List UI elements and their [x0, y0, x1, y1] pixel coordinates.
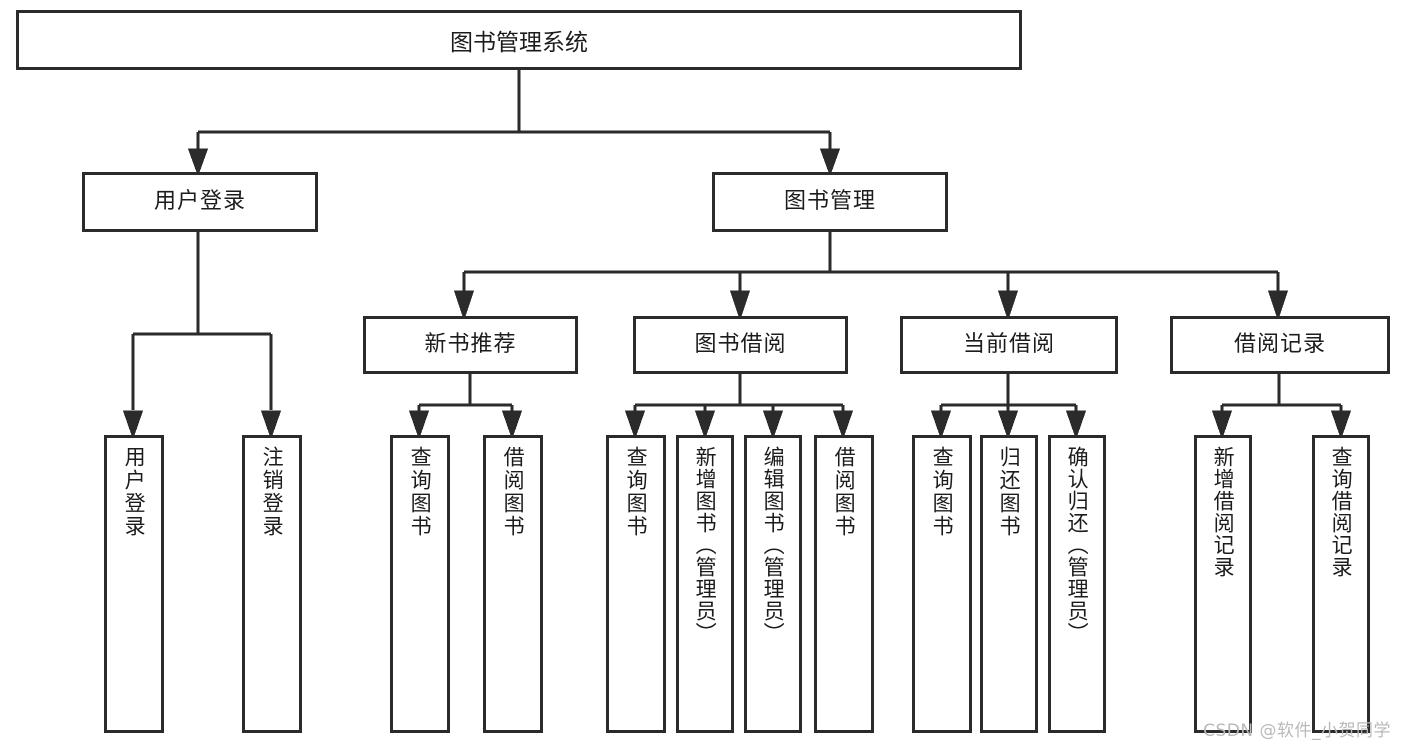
leaf-query-book-recommend[interactable]: 查询图书: [390, 435, 450, 733]
leaf-label: 新增图书（管理员）: [693, 446, 718, 644]
node-current-borrow[interactable]: 当前借阅: [900, 316, 1118, 374]
node-label: 新书推荐: [424, 331, 517, 357]
node-new-book-recommend[interactable]: 新书推荐: [363, 316, 578, 374]
leaf-confirm-return-admin[interactable]: 确认归还（管理员）: [1048, 435, 1106, 733]
leaf-edit-book-admin[interactable]: 编辑图书（管理员）: [744, 435, 802, 733]
csdn-watermark: CSDN @软件_小贺同学: [1203, 721, 1391, 741]
leaf-label: 确认归还（管理员）: [1065, 446, 1090, 644]
leaf-label: 注销登录: [260, 446, 285, 538]
node-root-system[interactable]: 图书管理系统: [16, 10, 1022, 70]
leaf-query-book-borrow[interactable]: 查询图书: [606, 435, 666, 733]
leaf-query-borrow-record[interactable]: 查询借阅记录: [1312, 435, 1370, 733]
node-label: 用户登录: [153, 188, 246, 214]
leaf-borrow-book-recommend[interactable]: 借阅图书: [483, 435, 543, 733]
node-label: 图书借阅: [694, 331, 787, 357]
leaf-label: 查询图书: [408, 446, 433, 538]
leaf-label: 编辑图书（管理员）: [761, 446, 786, 644]
node-label: 当前借阅: [962, 331, 1055, 357]
node-book-management[interactable]: 图书管理: [712, 172, 948, 232]
node-label: 借阅记录: [1233, 331, 1326, 357]
leaf-add-book-admin[interactable]: 新增图书（管理员）: [676, 435, 734, 733]
leaf-add-borrow-record[interactable]: 新增借阅记录: [1194, 435, 1252, 733]
leaf-label: 用户登录: [122, 446, 147, 538]
leaf-label: 新增借阅记录: [1211, 446, 1236, 578]
node-book-borrow[interactable]: 图书借阅: [633, 316, 848, 374]
leaf-return-book[interactable]: 归还图书: [980, 435, 1038, 733]
leaf-logout[interactable]: 注销登录: [242, 435, 302, 733]
leaf-label: 借阅图书: [832, 446, 857, 538]
leaf-label: 借阅图书: [501, 446, 526, 538]
node-borrow-record[interactable]: 借阅记录: [1170, 316, 1390, 374]
node-label: 图书管理系统: [450, 30, 588, 56]
leaf-label: 归还图书: [997, 446, 1022, 538]
node-label: 图书管理: [783, 188, 876, 214]
node-user-login[interactable]: 用户登录: [82, 172, 318, 232]
leaf-label: 查询图书: [624, 446, 649, 538]
leaf-label: 查询借阅记录: [1329, 446, 1354, 578]
leaf-label: 查询图书: [930, 446, 955, 538]
leaf-user-login[interactable]: 用户登录: [104, 435, 164, 733]
leaf-query-book-current[interactable]: 查询图书: [912, 435, 972, 733]
leaf-borrow-book[interactable]: 借阅图书: [814, 435, 874, 733]
